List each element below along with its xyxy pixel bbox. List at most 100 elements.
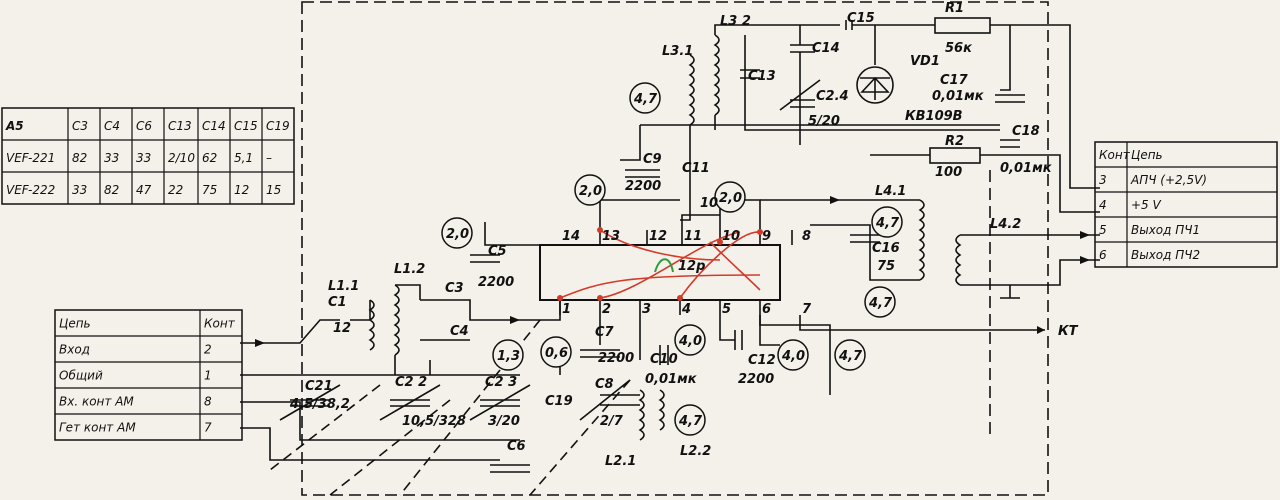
component-label-c21v: 4,5/38,2 (289, 397, 350, 412)
table-cell: 33 (104, 151, 119, 165)
ic-pin-13: 13 (602, 229, 620, 244)
table-cell: 5,1 (234, 151, 253, 165)
component-label-c11: C11 (682, 161, 710, 176)
voltage-marker (674, 324, 706, 356)
table-header-cell: Цепь (59, 317, 91, 331)
table-cell: 6 (1099, 248, 1107, 262)
component-label-c11v: 10 (700, 196, 718, 211)
table-cell: Гет конт АМ (59, 421, 136, 435)
ic-pin-1: 1 (562, 302, 571, 317)
component-label-c7: C7 (595, 325, 615, 340)
component-label-c17v: 0,01мк (932, 89, 985, 104)
voltage-value: 4,0 (678, 334, 702, 349)
voltage-marker (777, 339, 809, 371)
table-cell: 15 (266, 183, 281, 197)
component-label-c12: C12 (748, 353, 776, 368)
table-cell: Вход (59, 343, 90, 357)
ic-label: 12p (678, 259, 705, 274)
voltage-marker (629, 82, 661, 114)
table-cell: 1 (204, 369, 212, 383)
component-label-c17: C17 (940, 73, 969, 88)
table-cell: 4 (1099, 198, 1107, 212)
table-cell: АПЧ (+2,5V) (1130, 173, 1207, 187)
table-cell: VEF-222 (6, 183, 55, 197)
table-cell: Выход ПЧ1 (1131, 223, 1200, 237)
table-cell: 33 (72, 183, 87, 197)
table-header-cell: Конт (1099, 148, 1131, 162)
voltage-value: 2,0 (579, 184, 602, 199)
component-label-c4: C4 (450, 324, 469, 339)
component-label-c8v: 2/7 (600, 414, 624, 429)
component-label-l22: L2.2 (680, 444, 711, 459)
voltage-marker (540, 336, 572, 368)
component-label-c2v: 10,5/328 (402, 414, 466, 429)
voltage-marker (864, 286, 896, 318)
voltage-marker (674, 404, 706, 436)
voltage-marker (834, 339, 866, 371)
component-label-c12v: 2200 (738, 372, 774, 387)
ic-pin-3: 3 (642, 302, 651, 317)
voltage-value: 2,0 (719, 191, 742, 206)
component-label-c10v: 0,01мк (645, 372, 698, 387)
ic-pin-5: 5 (722, 302, 731, 317)
ic-pin-9: 9 (762, 229, 771, 244)
table-header-cell: C15 (234, 119, 258, 133)
table-cell: Общий (59, 369, 103, 383)
table-cell: 22 (168, 183, 183, 197)
component-label-c1: C1 (328, 295, 347, 310)
component-label-c2: C2 2 (395, 375, 427, 390)
component-label-c23v: 3/20 (488, 414, 520, 429)
table-header-cell: Конт (204, 317, 236, 331)
ic-pin-12: 12 (649, 229, 667, 244)
component-label-c10: C10 (650, 352, 678, 367)
component-label-c21: C21 (305, 379, 333, 394)
table-cell: 82 (72, 151, 87, 165)
voltage-value: 4,7 (678, 414, 703, 429)
component-label-kt: КТ (1058, 324, 1079, 339)
component-label-c13: C13 (748, 69, 776, 84)
component-label-l42: L4.2 (990, 217, 1021, 232)
component-label-l12: L1.2 (394, 262, 425, 277)
table-cell: 12 (234, 183, 249, 197)
table-header-cell: C4 (104, 119, 120, 133)
ic-pin-4: 4 (681, 302, 691, 317)
component-label-c5: C5 (488, 244, 507, 259)
ic-pin-14: 14 (562, 229, 580, 244)
component-label-c9v: 2200 (625, 179, 661, 194)
ic-pin-8: 8 (802, 229, 811, 244)
component-label-r2v: 100 (935, 165, 962, 180)
table-cell: 3 (1099, 173, 1107, 187)
table-cell: 7 (204, 421, 212, 435)
component-label-c18v: 0,01мк (1000, 161, 1053, 176)
voltage-value: 4,7 (633, 92, 658, 107)
component-label-l21: L2.1 (605, 454, 636, 469)
component-label-c3: C3 (445, 281, 464, 296)
table-cell: 82 (104, 183, 119, 197)
ic-pin-10: 10 (722, 229, 740, 244)
table-cell: 33 (136, 151, 151, 165)
component-label-c5v: 2200 (478, 275, 514, 290)
component-label-c9: C9 (643, 152, 662, 167)
table-cell: 47 (136, 183, 152, 197)
voltage-value: 4,7 (868, 296, 893, 311)
table-cell: 75 (202, 183, 217, 197)
table-cell: 8 (204, 395, 212, 409)
component-label-vd1: VD1 (910, 54, 940, 69)
component-label-c7v: 2200 (598, 351, 634, 366)
table-cell: Выход ПЧ2 (1131, 248, 1200, 262)
component-label-c19: C19 (545, 394, 573, 409)
voltage-marker (714, 181, 746, 213)
table-header-cell: C6 (136, 119, 152, 133)
voltage-marker (492, 339, 524, 371)
voltage-value: 4,0 (781, 349, 805, 364)
component-label-l32: L3 2 (720, 14, 751, 29)
table-cell: 2/10 (168, 151, 195, 165)
component-label-c24v: 5/20 (808, 114, 840, 129)
voltage-value: 0,6 (545, 346, 568, 361)
voltage-value: 1,3 (497, 349, 520, 364)
component-label-c24: C2.4 (816, 89, 849, 104)
ic-pin-7: 7 (802, 302, 812, 317)
